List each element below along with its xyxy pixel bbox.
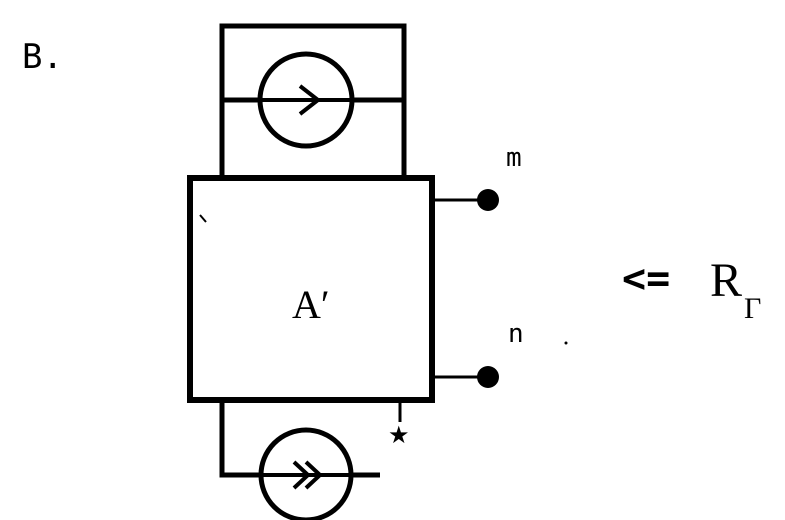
network-box (187, 175, 435, 403)
resistance-subscript: Γ (744, 292, 761, 325)
terminal-n-label: n (508, 319, 524, 349)
bottom-source-arrow-icon-2 (304, 460, 323, 490)
bottom-loop-wire (219, 400, 380, 478)
speck (564, 341, 568, 345)
bottom-source (258, 427, 354, 520)
input-arrow: <= (622, 256, 670, 302)
terminal-m-label: m (506, 143, 522, 173)
resistance-symbol: R (710, 254, 742, 307)
terminal-m-dot (477, 189, 499, 211)
bottom-source-arrow-icon-1 (292, 460, 311, 490)
terminal-n-dot (477, 366, 499, 388)
top-current-source (257, 51, 355, 149)
box-label: A′ (292, 282, 330, 327)
top-loop-wire (219, 23, 407, 178)
top-source-arrow-icon (298, 84, 322, 116)
reference-star-icon: ★ (388, 423, 410, 449)
figure-label: B. (22, 37, 63, 77)
